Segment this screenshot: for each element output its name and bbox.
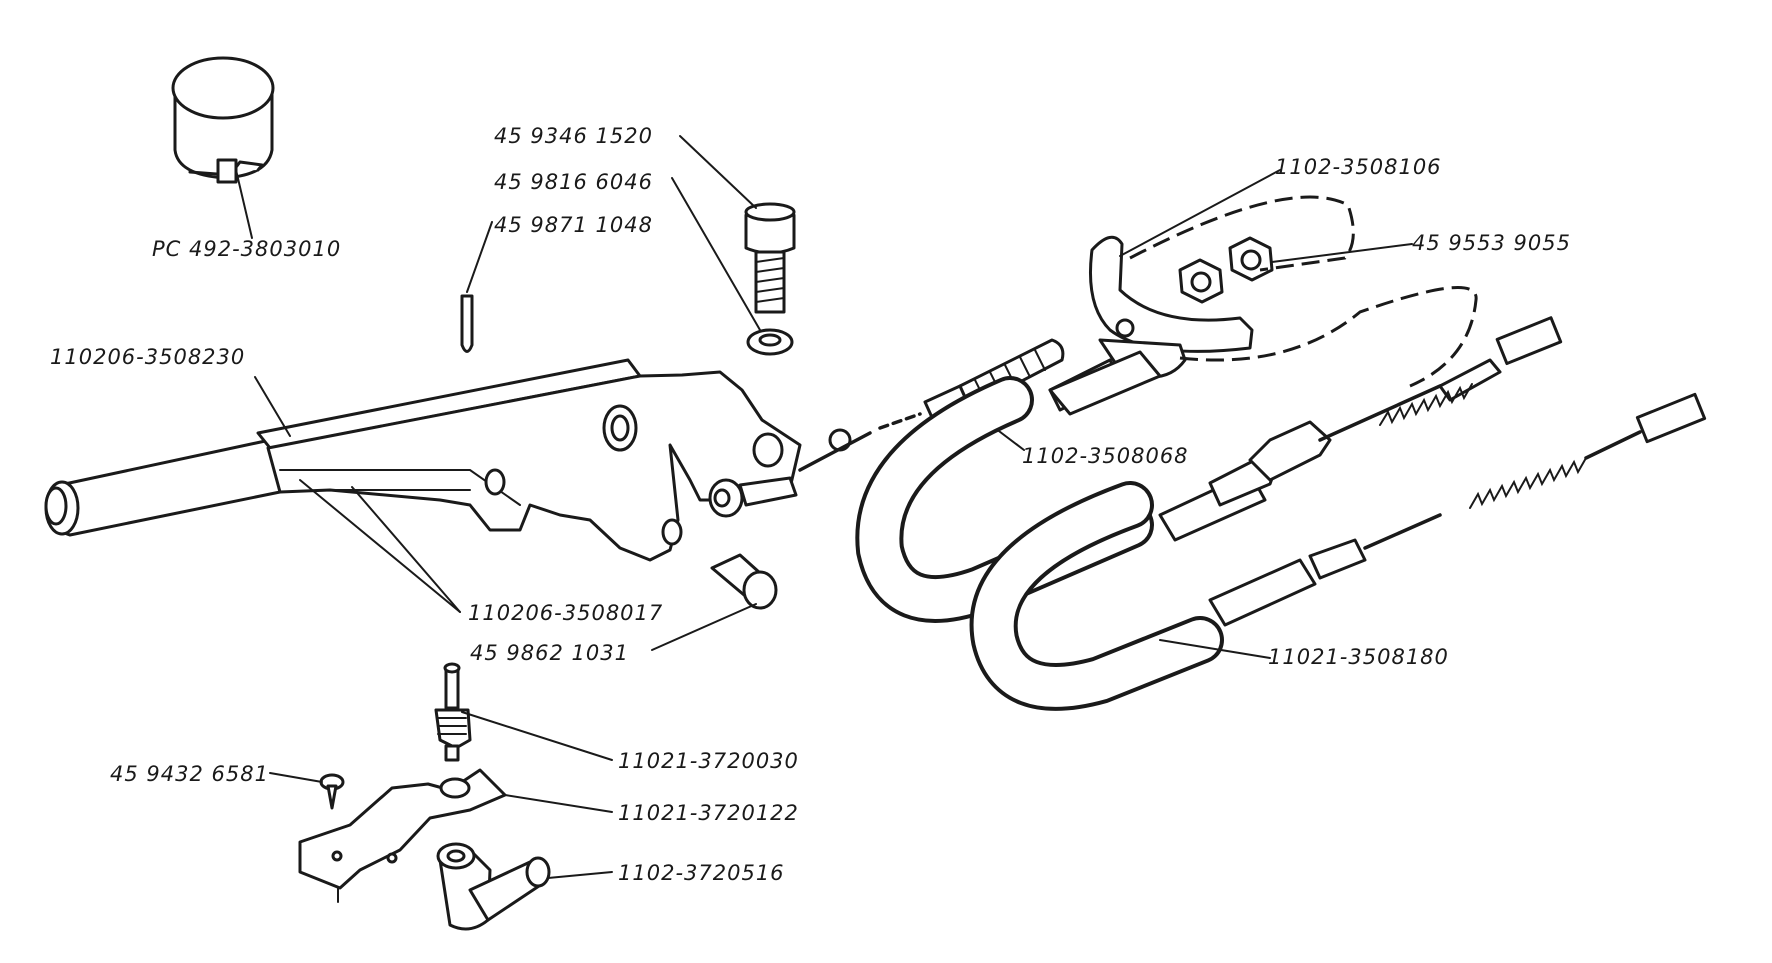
label-bracket: 11021-3720122: [618, 801, 799, 825]
label-switch: 11021-3720030: [618, 749, 799, 773]
leader-switch: [461, 711, 613, 761]
label-washer: 45 9816 6046: [494, 170, 653, 194]
rear-cable-hoses: [855, 376, 1224, 711]
label-bolt: 45 9346 1520: [494, 124, 653, 148]
label-boot: 1102-3720516: [618, 861, 785, 885]
label-screw: 45 9432 6581: [110, 762, 269, 786]
relay-part: [171, 56, 275, 184]
label-cotter-pin: 45 9871 1048: [494, 213, 653, 237]
leader-lever-body-2: [351, 486, 461, 613]
spring-upper: [1379, 383, 1473, 426]
leader-lever-body-1: [299, 479, 461, 613]
leader-screw: [269, 772, 323, 783]
label-relay: PC 492-3803010: [152, 237, 341, 261]
leader-equalizer: [1119, 169, 1281, 257]
screw-part: [319, 773, 345, 810]
cable-lower: [1179, 286, 1478, 388]
label-lever-body: 110206-3508017: [468, 601, 663, 625]
leader-rear-cable: [1159, 639, 1271, 659]
leader-boot: [547, 871, 613, 879]
leader-washer: [671, 177, 761, 331]
lower-cable-end-part: [1208, 392, 1707, 627]
boot-part: [436, 842, 551, 931]
label-lever-handle: 110206-3508230: [50, 345, 245, 369]
leader-bracket: [504, 794, 613, 813]
nuts-part: [1178, 236, 1274, 304]
leader-pin: [651, 603, 757, 651]
upper-sleeve-part: [1048, 316, 1563, 542]
bolt-part: [744, 202, 796, 314]
label-rear-cable: 11021-3508180: [1268, 645, 1449, 669]
leader-bolt: [679, 135, 757, 209]
cotter-pin-part: [460, 294, 474, 353]
spring-lower: [1469, 457, 1587, 509]
leader-nuts: [1271, 243, 1413, 263]
label-nuts: 45 9553 9055: [1412, 231, 1571, 255]
pin-part: [710, 553, 778, 610]
washer-part: [746, 328, 794, 356]
label-pin: 45 9862 1031: [470, 641, 629, 665]
leader-lever-handle: [254, 376, 291, 437]
switch-part: [434, 662, 472, 762]
leader-cotter-pin: [466, 221, 493, 293]
label-front-rod: 1102-3508068: [1022, 444, 1189, 468]
label-equalizer: 1102-3508106: [1275, 155, 1442, 179]
cable-upper: [1129, 195, 1355, 272]
leader-relay: [235, 169, 253, 239]
lever-part: [44, 358, 802, 562]
bracket-part: [298, 768, 507, 903]
